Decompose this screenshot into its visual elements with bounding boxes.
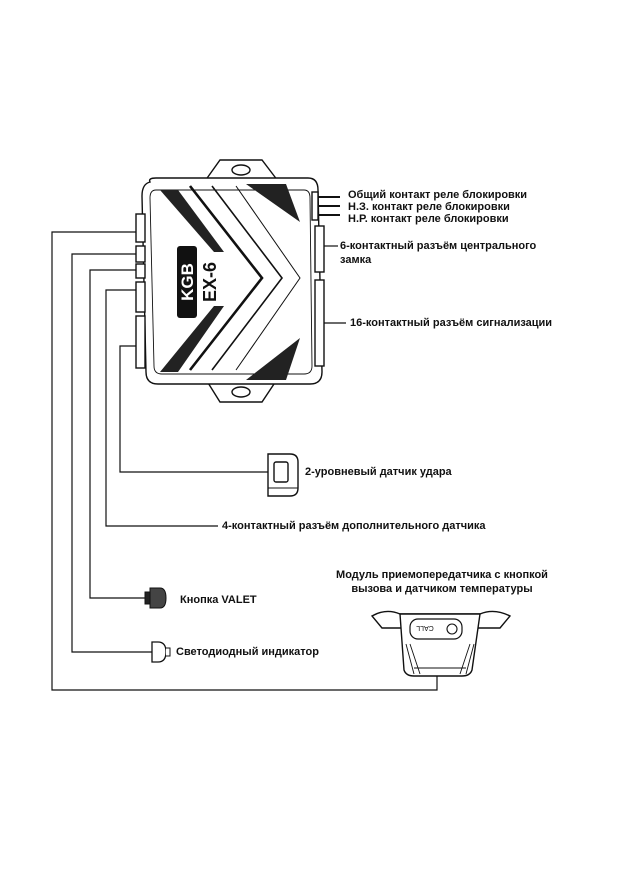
chevron-inner [211, 185, 284, 371]
led-indicator-lens [166, 647, 171, 657]
lock-connector-socket [314, 225, 325, 273]
left-port-3 [135, 263, 146, 279]
led-indicator-body [151, 641, 167, 663]
brand-logo-badge [177, 246, 197, 318]
chevron-outer [188, 185, 264, 371]
transceiver-ribs-left [405, 643, 421, 675]
wire-extra-sensor [105, 289, 218, 527]
label-transceiver-line2: вызова и датчиком температуры [351, 583, 533, 595]
label-lock-connector-line1: 6-контактный разъём центрального [340, 240, 537, 252]
shock-sensor-knob [273, 461, 289, 483]
label-valet-button: Кнопка VALET [180, 594, 257, 606]
left-port-1 [135, 213, 146, 243]
left-port-4 [135, 281, 146, 313]
label-shock-sensor: 2-уровневый датчик удара [305, 466, 452, 478]
wire-shock-sensor [119, 345, 268, 473]
relay-wire-exit [311, 191, 319, 221]
label-transceiver-line1: Модуль приемопередатчика с кнопкой [336, 569, 548, 581]
valet-button-base [144, 591, 151, 605]
bottom-mount-hole [231, 386, 251, 398]
valet-button-cap [149, 587, 167, 609]
label-lock-connector-line2: замка [340, 254, 372, 266]
unit-housing [141, 177, 323, 385]
alarm-connector-socket [314, 279, 325, 367]
main-unit [135, 159, 325, 403]
label-relay-common: Общий контакт реле блокировки [348, 189, 528, 201]
brand-logo-text: KGB [178, 263, 197, 301]
top-mount-hole [231, 164, 251, 176]
wire-led [71, 253, 152, 653]
left-port-2 [135, 245, 146, 263]
call-button-icon [446, 623, 458, 635]
label-extra-sensor-connector: 4-контактный разъём дополнительного датч… [222, 520, 486, 532]
accent-stripe-top [160, 190, 224, 252]
unit-inner-frame [149, 189, 313, 375]
shock-sensor [267, 453, 299, 497]
wire-valet [89, 269, 145, 599]
wires [51, 196, 438, 691]
label-relay-no: Н.Р. контакт реле блокировки [348, 213, 509, 225]
transceiver-ribs-right [459, 643, 475, 675]
accent-stripe-bottom [160, 306, 224, 372]
call-button-label: CALL [416, 624, 434, 631]
wire-transceiver [51, 231, 438, 691]
label-relay-nc: Н.З. контакт реле блокировки [348, 201, 510, 213]
brand-logo: KGB [177, 246, 197, 318]
chevron-third [235, 185, 301, 371]
model-label: EX-6 [200, 262, 220, 302]
led-indicator [151, 641, 171, 663]
label-led-indicator: Светодиодный индикатор [176, 646, 319, 658]
transceiver-module: CALL [370, 610, 512, 677]
accent-wedge-top [246, 184, 300, 222]
accent-wedge-bottom [246, 338, 300, 380]
label-alarm-connector: 16-контактный разъём сигнализации [350, 317, 553, 329]
valet-button [144, 587, 167, 609]
left-port-5 [135, 315, 146, 369]
transceiver-call-panel [409, 618, 463, 640]
